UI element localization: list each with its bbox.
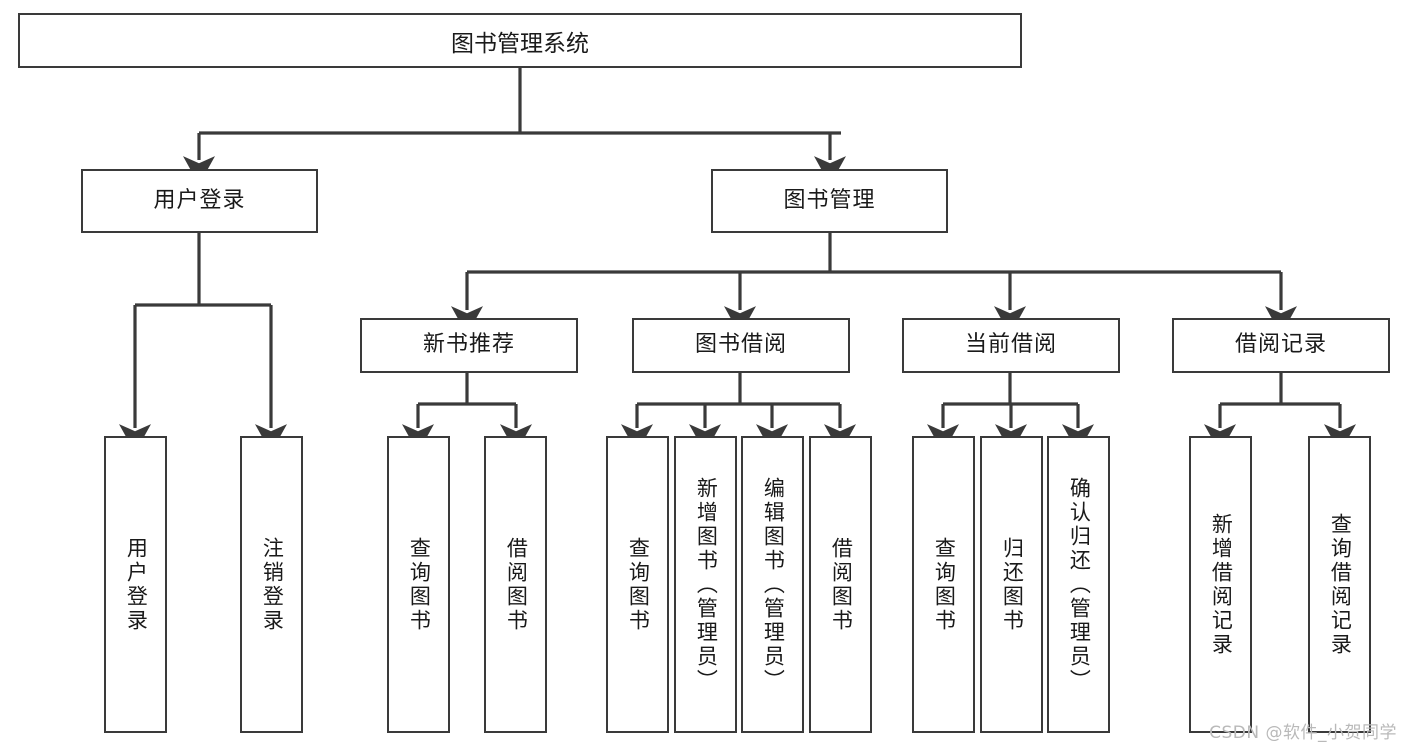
leaf-label: 查询图书 <box>626 536 651 633</box>
node-user-login[interactable]: 用户登录 <box>81 169 318 233</box>
node-current-borrow-label: 当前借阅 <box>964 332 1057 358</box>
node-new-book-recommend[interactable]: 新书推荐 <box>360 318 578 373</box>
watermark: CSDN @软件_小贺同学 <box>1209 723 1397 743</box>
node-user-login-label: 用户登录 <box>153 187 246 213</box>
node-book-borrow[interactable]: 图书借阅 <box>632 318 850 373</box>
leaf-label: 查询图书 <box>932 536 957 633</box>
leaf-label: 用户登录 <box>124 536 149 633</box>
node-borrow-record-label: 借阅记录 <box>1234 332 1327 358</box>
leaf-node[interactable]: 新增借阅记录 <box>1189 436 1252 733</box>
leaf-node[interactable]: 借阅图书 <box>809 436 872 733</box>
leaf-node[interactable]: 归还图书 <box>980 436 1043 733</box>
leaf-label: 注销登录 <box>260 536 285 633</box>
leaf-label: 借阅图书 <box>504 536 529 633</box>
leaf-node[interactable]: 确认归还（管理员） <box>1047 436 1110 733</box>
node-current-borrow[interactable]: 当前借阅 <box>902 318 1120 373</box>
leaf-node[interactable]: 注销登录 <box>240 436 303 733</box>
leaf-label: 归还图书 <box>1000 536 1025 633</box>
leaf-label: 确认归还（管理员） <box>1067 476 1092 693</box>
leaf-label: 查询图书 <box>407 536 432 633</box>
node-book-manage-label: 图书管理 <box>783 187 876 213</box>
node-root[interactable]: 图书管理系统 <box>18 13 1022 68</box>
leaf-label: 新增借阅记录 <box>1209 512 1234 657</box>
leaf-label: 查询借阅记录 <box>1328 512 1353 657</box>
node-root-label: 图书管理系统 <box>451 30 589 57</box>
node-borrow-record[interactable]: 借阅记录 <box>1172 318 1390 373</box>
leaf-node[interactable]: 查询图书 <box>606 436 669 733</box>
leaf-node[interactable]: 用户登录 <box>104 436 167 733</box>
leaf-node[interactable]: 查询借阅记录 <box>1308 436 1371 733</box>
leaf-node[interactable]: 借阅图书 <box>484 436 547 733</box>
node-book-manage[interactable]: 图书管理 <box>711 169 948 233</box>
node-book-borrow-label: 图书借阅 <box>694 332 787 358</box>
leaf-node[interactable]: 查询图书 <box>912 436 975 733</box>
leaf-label: 编辑图书（管理员） <box>761 476 786 693</box>
leaf-node[interactable]: 编辑图书（管理员） <box>741 436 804 733</box>
leaf-label: 新增图书（管理员） <box>694 476 719 693</box>
leaf-label: 借阅图书 <box>829 536 854 633</box>
leaf-node[interactable]: 查询图书 <box>387 436 450 733</box>
leaf-node[interactable]: 新增图书（管理员） <box>674 436 737 733</box>
node-new-book-recommend-label: 新书推荐 <box>422 332 515 358</box>
